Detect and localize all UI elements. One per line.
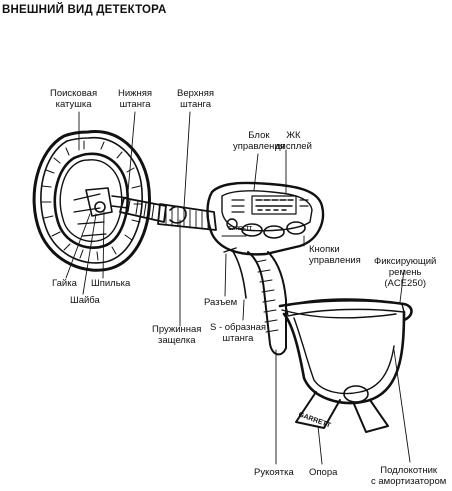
label-lcd-display: ЖК дисплей xyxy=(275,130,312,152)
label-control-unit: Блок управления xyxy=(233,130,285,152)
page-title: ВНЕШНИЙ ВИД ДЕТЕКТОРА xyxy=(2,4,167,16)
brand-logo-unit: GARRETT xyxy=(228,226,252,232)
armrest-drawing xyxy=(278,298,413,433)
lower-rod-drawing xyxy=(119,197,167,223)
label-bolt: Шпилька xyxy=(91,278,131,289)
label-spring-latch: Пружинная защелка xyxy=(152,324,202,346)
label-s-rod: S - образная штанга xyxy=(210,322,266,344)
label-control-buttons: Кнопки управления xyxy=(309,244,361,266)
handle-drawing xyxy=(247,251,287,356)
control-unit-drawing xyxy=(206,181,325,256)
label-search-coil: Поисковая катушка xyxy=(50,88,98,110)
coil-mount-drawing xyxy=(85,187,129,217)
label-nut: Гайка xyxy=(52,278,77,289)
label-lower-rod: Нижняя штанга xyxy=(118,88,153,110)
upper-rod-drawing xyxy=(157,203,217,231)
label-upper-rod: Верхняя штанга xyxy=(177,88,215,110)
label-washer: Шайба xyxy=(70,295,100,306)
label-strap: Фиксирующий ремень (ACE250) xyxy=(374,256,437,289)
label-stand: Опора xyxy=(309,467,338,478)
s-rod-drawing xyxy=(223,247,247,299)
leader-lines xyxy=(65,111,411,465)
search-coil-drawing xyxy=(32,130,151,272)
label-handle: Рукоятка xyxy=(254,467,294,478)
label-connector: Разъем xyxy=(204,297,238,308)
label-armrest: Подлокотник с амортизатором xyxy=(371,465,447,487)
